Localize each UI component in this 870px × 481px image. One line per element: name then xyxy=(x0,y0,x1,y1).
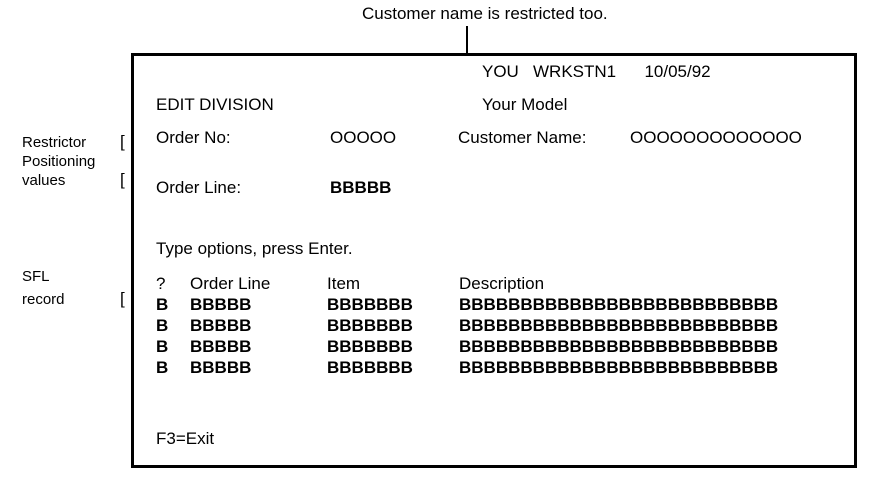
side-label-values: values xyxy=(22,172,66,189)
field-label-order-no: Order No: xyxy=(156,128,231,147)
screen-instruction: Type options, press Enter. xyxy=(156,239,353,258)
column-header-description: Description xyxy=(459,274,545,293)
side-label-sfl-bracket: [ xyxy=(120,289,125,308)
field-label-customer-name: Customer Name: xyxy=(458,128,587,147)
table-row-description: BBBBBBBBBBBBBBBBBBBBBBBBBB xyxy=(459,358,779,377)
table-row-option[interactable]: B xyxy=(156,358,169,377)
table-row-description-clip: BBBBBBBBBBBBBBBBBBBBBBBBBB xyxy=(459,337,854,357)
screen-model-label: Your Model xyxy=(482,95,568,114)
table-row-item: BBBBBBB xyxy=(327,337,413,356)
terminal-screen-panel: YOU WRKSTN1 10/05/92 EDIT DIVISION Your … xyxy=(131,53,857,468)
table-row-description: BBBBBBBBBBBBBBBBBBBBBBBBBB xyxy=(459,337,779,356)
annotation-caption: Customer name is restricted too. xyxy=(362,4,608,23)
function-key-f3-exit[interactable]: F3=Exit xyxy=(156,429,215,448)
table-row-option[interactable]: B xyxy=(156,337,169,356)
field-label-order-line: Order Line: xyxy=(156,178,242,197)
column-header-item: Item xyxy=(327,274,361,293)
table-row-description: BBBBBBBBBBBBBBBBBBBBBBBBBB xyxy=(459,316,779,335)
table-row-description-clip: BBBBBBBBBBBBBBBBBBBBBBBBBB xyxy=(459,316,854,336)
column-header-order-line: Order Line xyxy=(190,274,271,293)
table-row-item: BBBBBBB xyxy=(327,295,413,314)
table-row-option[interactable]: B xyxy=(156,316,169,335)
side-label-restrictor-bracket: [ xyxy=(120,132,125,151)
screen-title: EDIT DIVISION xyxy=(156,95,274,114)
table-row-option[interactable]: B xyxy=(156,295,169,314)
field-value-customer-name[interactable]: OOOOOOOOOOOOO xyxy=(630,128,802,147)
field-value-order-line[interactable]: BBBBB xyxy=(330,178,392,197)
table-row-item: BBBBBBB xyxy=(327,358,413,377)
table-row-order-line: BBBBB xyxy=(190,295,252,314)
screen-header-line: YOU WRKSTN1 10/05/92 xyxy=(482,62,711,81)
side-label-values-bracket: [ xyxy=(120,170,125,189)
table-row-description-clip: BBBBBBBBBBBBBBBBBBBBBBBBBB xyxy=(459,358,854,378)
table-row-item: BBBBBBB xyxy=(327,316,413,335)
table-row-order-line: BBBBB xyxy=(190,358,252,377)
table-row-description: BBBBBBBBBBBBBBBBBBBBBBBBBB xyxy=(459,295,779,314)
table-row-description-clip: BBBBBBBBBBBBBBBBBBBBBBBBBB xyxy=(459,295,854,315)
table-row-order-line: BBBBB xyxy=(190,316,252,335)
field-value-order-no[interactable]: OOOOO xyxy=(330,128,397,147)
side-label-restrictor-line1: Restrictor xyxy=(22,134,87,151)
side-label-sfl-line1: SFL xyxy=(22,268,50,285)
side-label-sfl-line2: record xyxy=(22,291,65,308)
side-label-positioning: Positioning xyxy=(22,153,96,170)
column-header-option: ? xyxy=(156,274,166,293)
table-row-order-line: BBBBB xyxy=(190,337,252,356)
